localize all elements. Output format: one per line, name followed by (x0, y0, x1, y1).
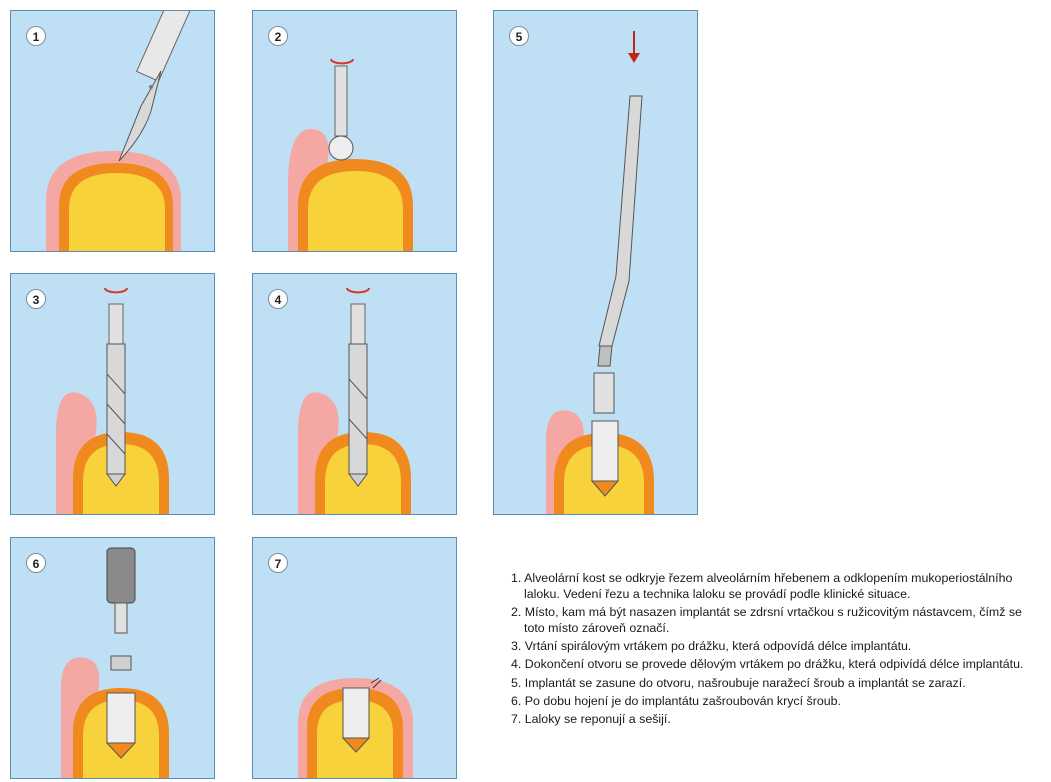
panel-4: 4 (252, 273, 457, 515)
illustration-final-drill (253, 274, 457, 515)
step-number-badge: 6 (26, 553, 46, 573)
illustration-implant-insertion (494, 11, 698, 515)
panel-1: 1 (10, 10, 215, 252)
step-description: 4. Dokončení otvoru se provede dělovým v… (511, 656, 1046, 672)
step-number-badge: 5 (509, 26, 529, 46)
step-description: 7. Laloky se reponují a sešijí. (511, 711, 1046, 727)
step-description: 6. Po dobu hojení je do implantátu zašro… (511, 693, 1046, 709)
illustration-cover-screw (11, 538, 215, 779)
step-description: 1. Alveolární kost se odkryje řezem alve… (511, 570, 1046, 602)
panel-5: 5 (493, 10, 698, 515)
panel-7: 7 (252, 537, 457, 779)
step-description: 3. Vrtání spirálovým vrtákem po drážku, … (511, 638, 1046, 654)
procedure-steps-list: 1. Alveolární kost se odkryje řezem alve… (511, 570, 1046, 729)
step-number-badge: 1 (26, 26, 46, 46)
illustration-suture (253, 538, 457, 779)
step-number-badge: 7 (268, 553, 288, 573)
illustration-spiral-drill (11, 274, 215, 515)
illustration-incision (11, 11, 215, 252)
panel-6: 6 (10, 537, 215, 779)
step-number-badge: 3 (26, 289, 46, 309)
panel-2: 2 (252, 10, 457, 252)
step-description: 5. Implantát se zasune do otvoru, našrou… (511, 675, 1046, 691)
illustration-round-bur (253, 11, 457, 252)
step-number-badge: 4 (268, 289, 288, 309)
step-description: 2. Místo, kam má být nasazen implantát s… (511, 604, 1046, 636)
step-number-badge: 2 (268, 26, 288, 46)
panel-3: 3 (10, 273, 215, 515)
